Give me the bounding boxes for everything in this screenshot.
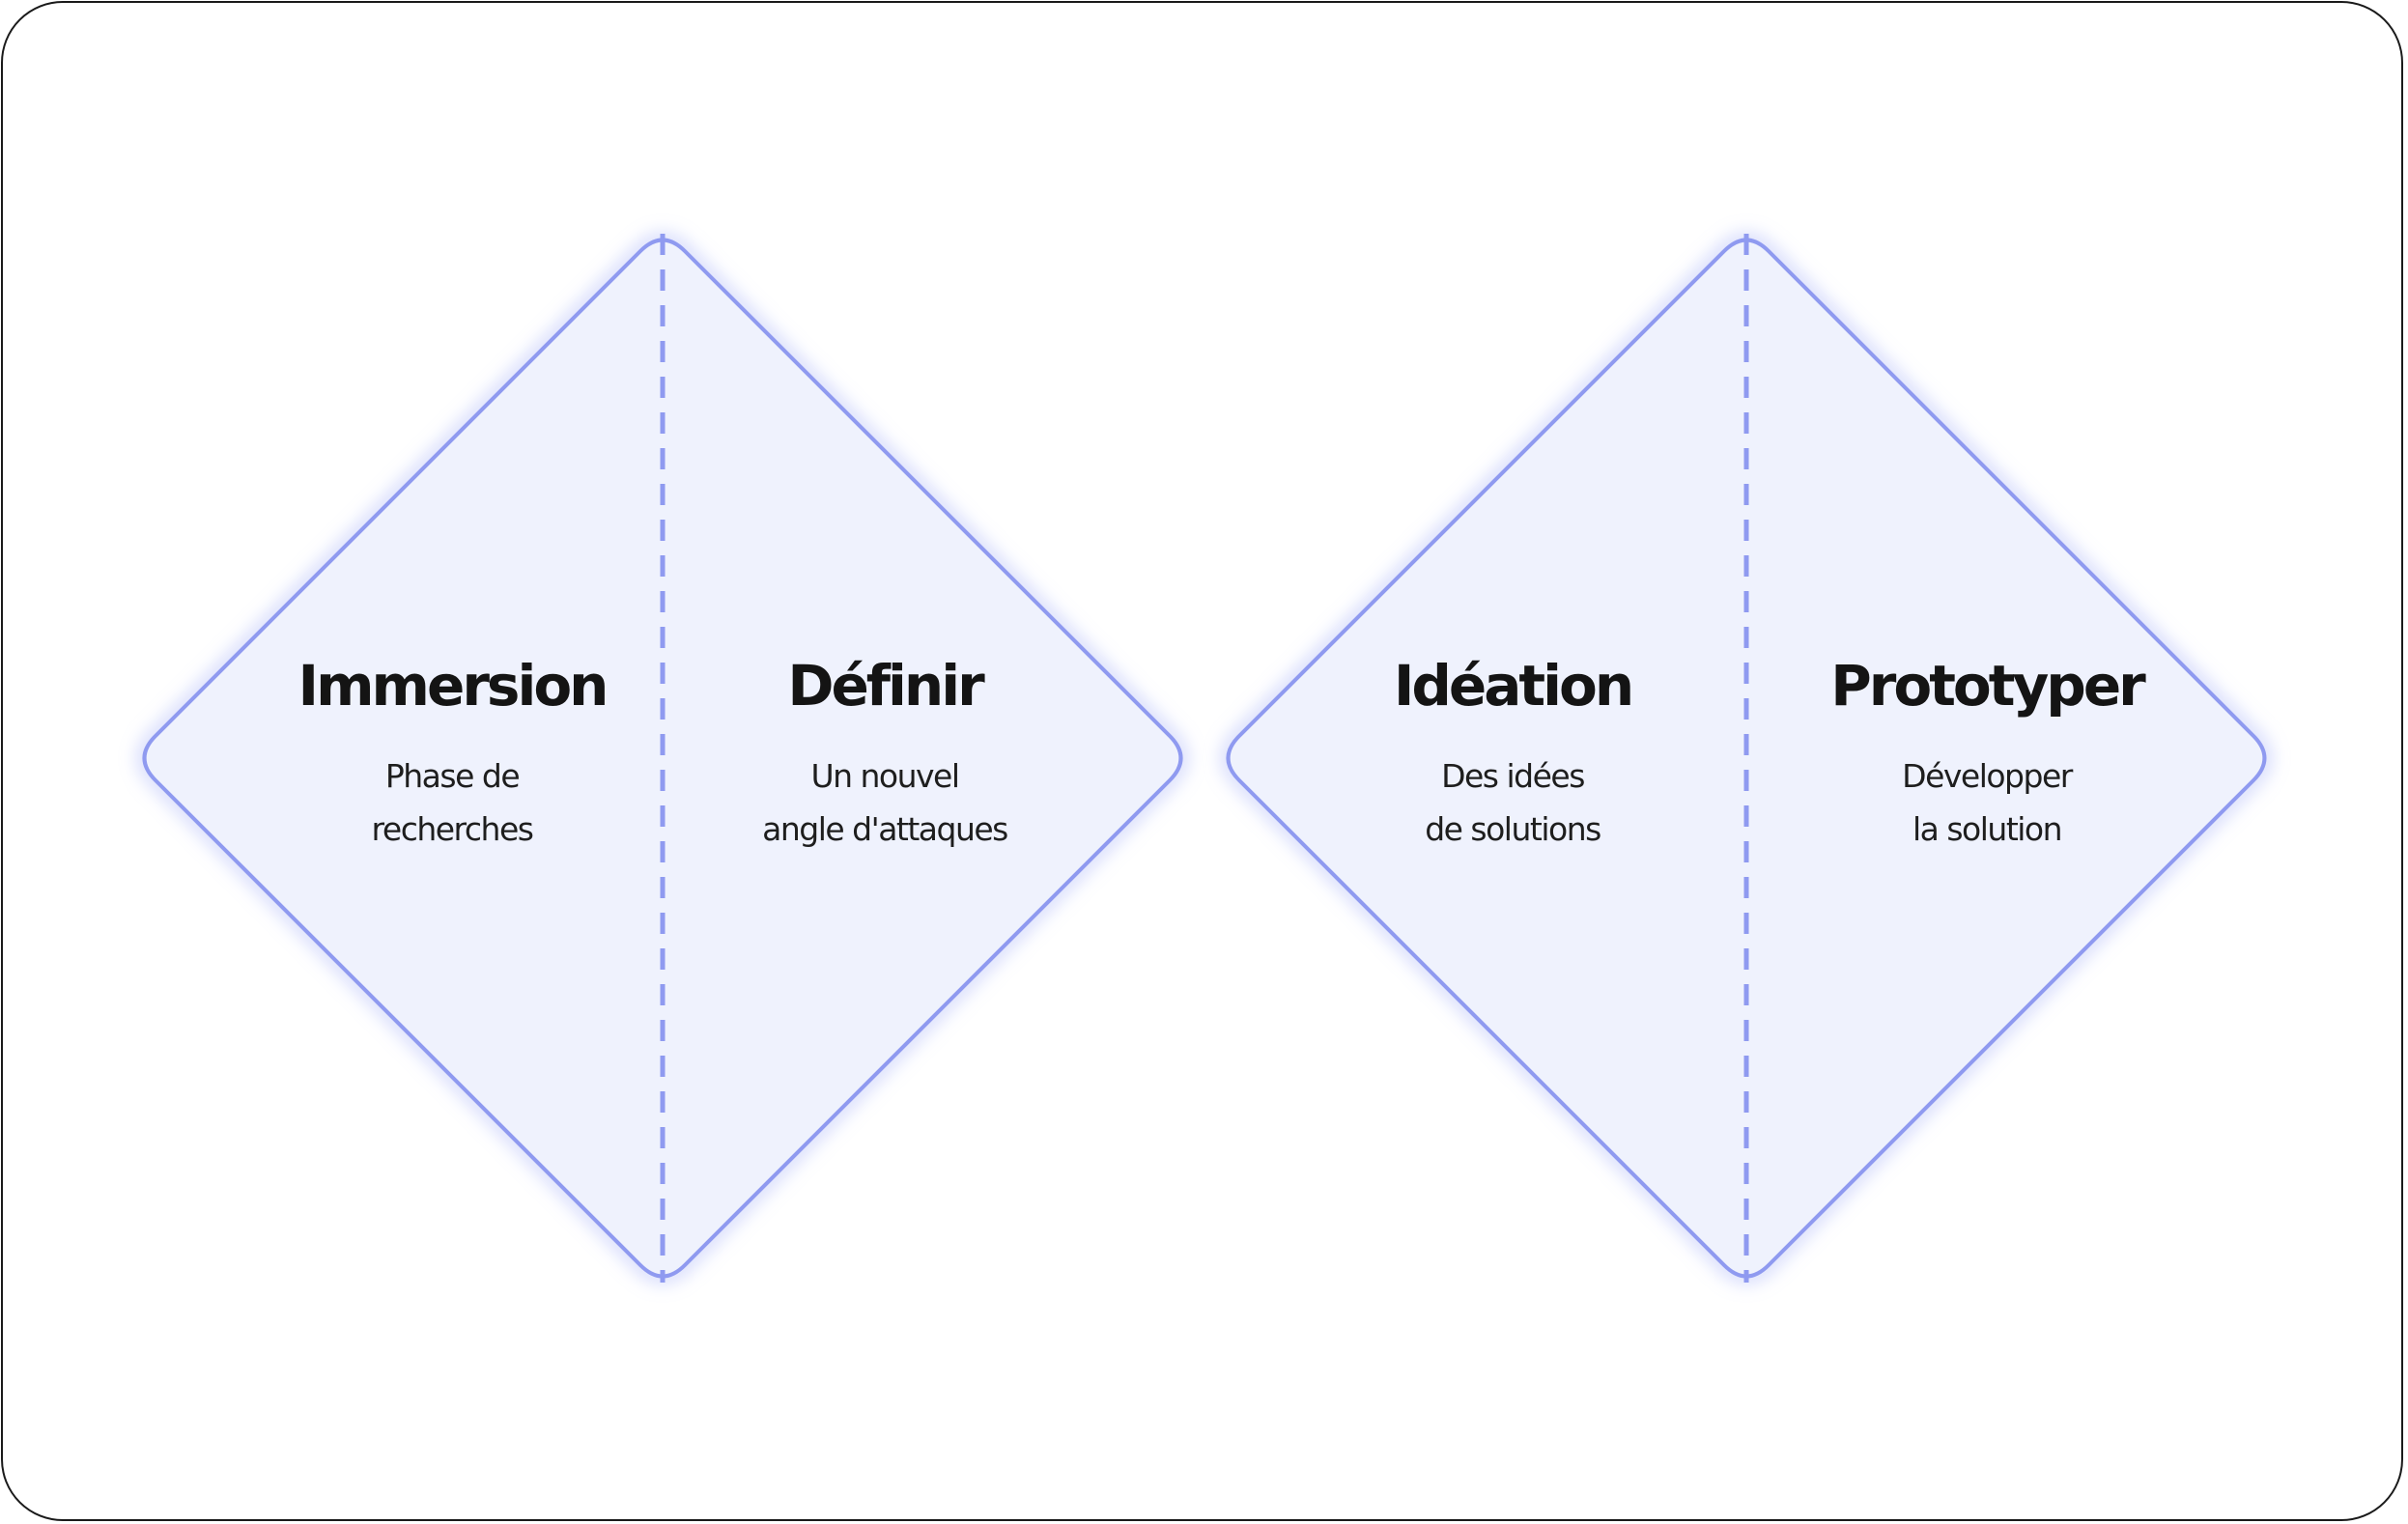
diamond-right-shape [1226, 238, 2267, 1279]
phase-description-line: recherches [372, 810, 533, 848]
phase-definir: Définir Un nouvel angle d'attaques [762, 653, 1009, 848]
diamond-left-shape [142, 238, 1183, 1279]
phase-title: Idéation [1394, 653, 1631, 719]
phase-description-line: Des idées [1441, 757, 1584, 795]
phase-description-line: la solution [1912, 810, 2061, 848]
phase-immersion: Immersion Phase de recherches [298, 653, 609, 848]
phase-prototyper: Prototyper Développer la solution [1830, 653, 2149, 848]
phase-description-line: Un nouvel [810, 757, 958, 795]
phase-description-line: Développer [1902, 757, 2074, 795]
phase-title: Immersion [298, 653, 607, 719]
diamond-left [137, 233, 1188, 1284]
phase-title: Prototyper [1830, 653, 2146, 719]
phase-description-line: de solutions [1425, 810, 1601, 848]
phase-ideation: Idéation Des idées de solutions [1394, 653, 1634, 848]
diamond-right [1221, 233, 2272, 1284]
phase-title: Définir [787, 653, 985, 719]
phase-description-line: angle d'attaques [762, 810, 1007, 848]
phase-description-line: Phase de [385, 757, 519, 795]
